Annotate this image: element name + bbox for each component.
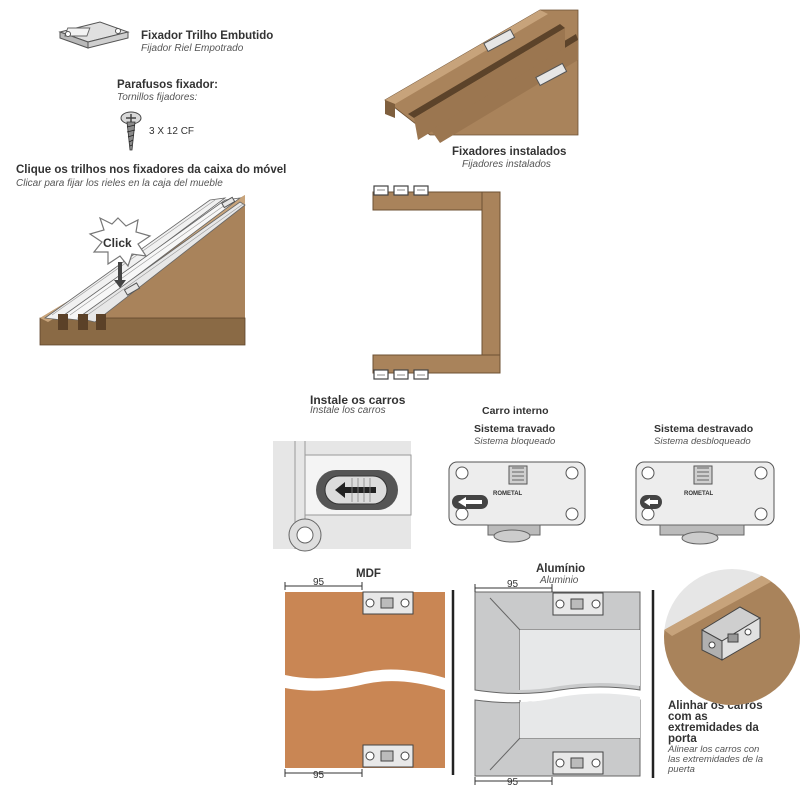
installed-fixers-illustration — [384, 9, 579, 143]
unlocked-title: Sistema destravado — [654, 423, 754, 435]
alu-dim-bottom: 95 — [507, 777, 519, 788]
unlocked-subtitle: Sistema desbloqueado — [654, 436, 751, 447]
cabinet-rail-illustration — [39, 195, 246, 346]
fixer-subtitle: Fijador Riel Empotrado — [141, 43, 244, 54]
align-title-line2: com as — [668, 711, 708, 723]
mdf-dim-bottom: 95 — [313, 770, 325, 781]
align-title-line1: Alinhar os carros — [668, 700, 763, 712]
internal-carriage-title: Carro interno — [482, 405, 549, 417]
brand-label-unlocked: ROMETAL — [684, 491, 714, 497]
click-label: Click — [103, 236, 132, 250]
clip-subtitle: Clicar para fijar los rieles en la caja … — [16, 178, 223, 189]
aluminium-subtitle: Aluminio — [540, 575, 579, 586]
installed-subtitle: Fijadores instalados — [462, 159, 551, 170]
align-carriage-closeup — [664, 569, 800, 705]
cabinet-cross-section — [372, 185, 501, 380]
align-subtitle-line3: puerta — [668, 764, 695, 775]
fixer-clip-icon — [58, 21, 130, 49]
locked-title: Sistema travado — [474, 423, 556, 435]
alu-dim-top: 95 — [507, 579, 519, 590]
unlocked-carriage — [635, 461, 775, 545]
align-subtitle: Alinear los carros con las extremidades … — [668, 745, 763, 775]
align-subtitle-line1: Alinear los carros con — [668, 744, 760, 755]
locked-carriage — [448, 461, 586, 543]
carriage-lock-closeup — [273, 441, 412, 552]
screw-icon — [120, 111, 142, 151]
screw-spec: 3 X 12 CF — [149, 126, 195, 137]
aluminium-title: Alumínio — [536, 563, 586, 575]
aluminium-door-illustration — [474, 584, 655, 785]
click-burst-icon — [88, 216, 152, 288]
mdf-title: MDF — [356, 568, 381, 580]
installed-title: Fixadores instalados — [452, 146, 567, 158]
carriages-title: Instale os carros — [310, 393, 406, 407]
align-title-line3: extremidades da — [668, 722, 759, 734]
screws-subtitle: Tornillos fijadores: — [117, 92, 198, 103]
clip-title: Clique os trilhos nos fixadores da caixa… — [16, 164, 287, 176]
screws-title: Parafusos fixador: — [117, 79, 218, 91]
align-title-line4: porta — [668, 733, 697, 745]
align-title: Alinhar os carros com as extremidades da… — [668, 700, 763, 745]
brand-label-locked: ROMETAL — [493, 491, 523, 497]
mdf-door-illustration — [284, 582, 455, 777]
align-subtitle-line2: las extremidades de la — [668, 754, 764, 765]
fixer-title: Fixador Trilho Embutido — [141, 30, 274, 42]
locked-subtitle: Sistema bloqueado — [474, 436, 556, 447]
mdf-dim-top: 95 — [313, 577, 325, 588]
carriages-subtitle: Instale los carros — [310, 405, 386, 416]
